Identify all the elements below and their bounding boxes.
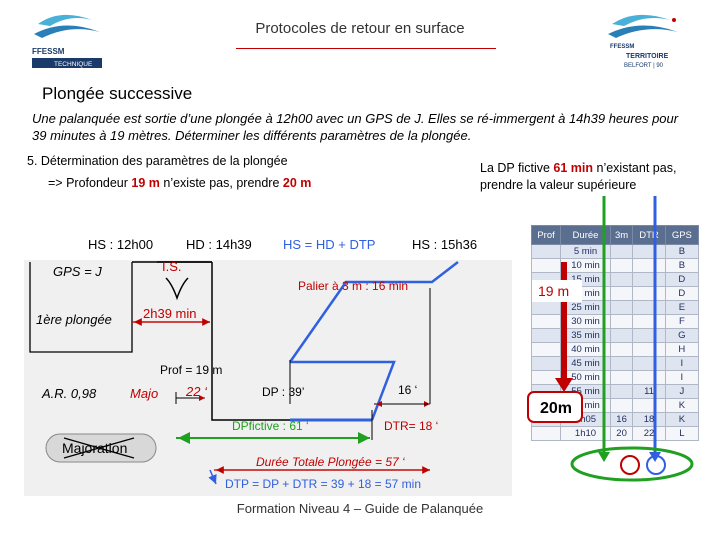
table-cell: K — [664, 412, 700, 427]
table-cell — [609, 370, 634, 385]
callout-20m-box — [527, 391, 583, 423]
first-dive-label: 1ère plongée — [36, 312, 112, 327]
table-cell — [632, 286, 666, 301]
page-header-title: Protocoles de retour en surface — [255, 20, 465, 37]
table-cell — [530, 258, 562, 273]
table-cell: 20 — [609, 426, 634, 441]
table-cell: 1h10 — [560, 426, 611, 441]
table-cell: B — [664, 258, 700, 273]
table-cell — [530, 356, 562, 371]
callout-19m: 19 m — [538, 283, 569, 299]
dtr-label: DTR= 18 ‘ — [384, 419, 438, 433]
depth-rule: => Profondeur 19 m n’existe pas, prendre… — [48, 176, 312, 190]
table-cell — [632, 356, 666, 371]
interval-duration-label: 2h39 min — [143, 306, 196, 321]
table-cell — [609, 314, 634, 329]
ar-label: A.R. 0,98 — [41, 386, 97, 401]
table-cell — [632, 328, 666, 343]
table-cell: 45 min — [560, 356, 611, 371]
table-cell: L — [664, 426, 700, 441]
ascent-profile — [288, 261, 459, 363]
circle-16 — [620, 455, 640, 475]
callout-20m: 20m — [540, 400, 572, 417]
dtp-formula: DTP = DP + DTR = 39 + 18 = 57 min — [225, 477, 421, 491]
hd-label: HD : 14h39 — [186, 237, 252, 252]
table-cell — [609, 258, 634, 273]
table-cell: D — [664, 272, 700, 287]
svg-text:FFESSM: FFESSM — [610, 44, 634, 50]
table-cell — [632, 300, 666, 315]
hs-start-label: HS : 12h00 — [88, 237, 153, 252]
circle-18 — [646, 455, 666, 475]
table-cell: 5 min — [560, 244, 611, 259]
hs-end-label: HS : 15h36 — [412, 237, 477, 252]
table-cell: 40 min — [560, 342, 611, 357]
ffessm-territoire-logo: FFESSM TERRITOIRE BELFORT | 90 — [608, 14, 678, 69]
col-duree: Durée — [560, 225, 611, 245]
svg-text:FFESSM: FFESSM — [32, 47, 65, 56]
table-cell: 22 — [632, 426, 666, 441]
table-cell — [530, 328, 562, 343]
table-cell — [632, 244, 666, 259]
total-duration-label: Durée Totale Plongée = 57 ‘ — [256, 455, 405, 469]
table-row: 5 min B — [530, 244, 700, 259]
table-cell: G — [664, 328, 700, 343]
table-cell — [632, 370, 666, 385]
step-heading: 5. Détermination des paramètres de la pl… — [27, 154, 288, 168]
table-cell — [632, 314, 666, 329]
gps-label: GPS = J — [53, 264, 102, 279]
col-gps: GPS — [664, 225, 700, 245]
hs-formula-label: HS = HD + DTP — [283, 237, 375, 252]
dp-fictive-label: DPfictive : 61 ‘ — [232, 419, 309, 433]
depth-label: Prof = 19 m — [160, 363, 222, 377]
col-3m: 3m — [609, 225, 634, 245]
selected-row-ellipse — [570, 446, 694, 482]
table-cell — [632, 342, 666, 357]
table-cell: B — [664, 244, 700, 259]
table-cell: E — [664, 300, 700, 315]
table-row: 45 min I — [530, 356, 700, 371]
second-dive-descent — [211, 262, 290, 421]
table-cell — [530, 426, 562, 441]
dp-label: DP : 39’ — [262, 385, 304, 399]
table-cell: 11 — [632, 384, 666, 399]
table-cell: I — [664, 356, 700, 371]
col-dtr: DTR — [632, 225, 666, 245]
table-cell — [530, 244, 562, 259]
dp-fictive-note: La DP fictive 61 min n’existant pas, pre… — [480, 161, 677, 192]
table-cell: 50 min — [560, 370, 611, 385]
table-cell: K — [664, 398, 700, 413]
svg-text:TERRITOIRE: TERRITOIRE — [626, 53, 669, 60]
table-cell: F — [664, 314, 700, 329]
footer: Formation Niveau 4 – Guide de Palanquée — [236, 501, 484, 516]
ffessm-technique-logo: FFESSM TECHNIQUE — [32, 14, 102, 68]
svg-text:TECHNIQUE: TECHNIQUE — [54, 61, 93, 68]
majo-value: 22 ‘ — [185, 384, 208, 399]
header-divider — [236, 48, 496, 49]
interval-brace — [165, 277, 189, 301]
table-cell — [530, 314, 562, 329]
section-title: Plongée successive — [42, 84, 193, 103]
problem-statement: Une palanquée est sortie d’une plongée à… — [32, 111, 679, 143]
table-cell: D — [664, 286, 700, 301]
first-dive-profile — [29, 262, 133, 353]
svg-text:BELFORT | 90: BELFORT | 90 — [624, 63, 664, 69]
table-cell — [609, 300, 634, 315]
majo-label: Majo — [130, 386, 158, 401]
palier-duration: 16 ‘ — [398, 383, 417, 397]
surface-interval-label: I.S. — [162, 259, 182, 274]
palier-label: Palier à 3 m : 16 min — [298, 279, 408, 293]
table-cell — [609, 356, 634, 371]
